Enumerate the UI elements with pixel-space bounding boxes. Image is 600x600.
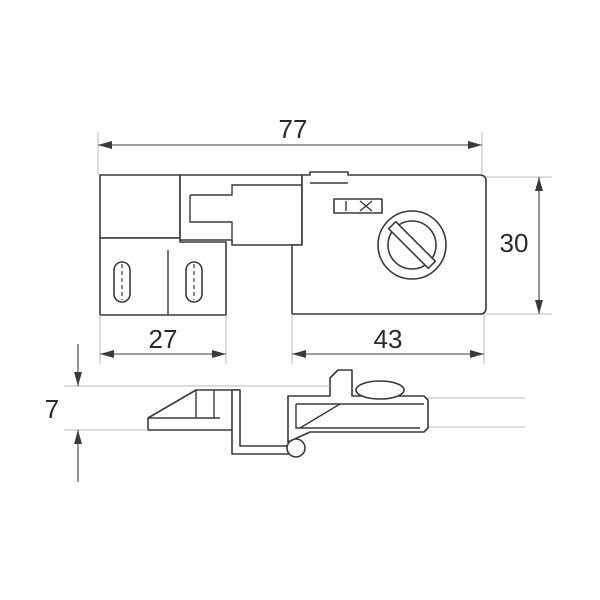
dim-label-43: 43 [374,324,403,354]
top-view [99,171,487,316]
wedge-detail [148,390,220,419]
dim-left-section: 27 [99,315,227,364]
housing-profile-detail [295,403,424,429]
dim-overall-width: 77 [97,114,483,175]
dim-label-27: 27 [149,324,178,354]
screw-profile [355,380,405,400]
connecting-arm [231,389,293,455]
left-block [99,174,181,239]
dim-height: 30 [486,176,552,315]
plate-step [190,184,302,196]
dim-label-77: 77 [279,114,308,144]
dim-label-7: 7 [45,394,59,424]
wedge-clip [147,389,239,431]
dim-thickness: 7 [45,344,330,482]
indicator-window [333,198,383,214]
indicator-mark-x2 [359,200,373,212]
dim-right-section: 43 [291,314,485,364]
side-view [147,369,525,458]
screw-slot [387,220,437,270]
plate-notch [189,195,233,240]
housing-profile [287,369,429,443]
dim-label-30: 30 [500,228,529,258]
